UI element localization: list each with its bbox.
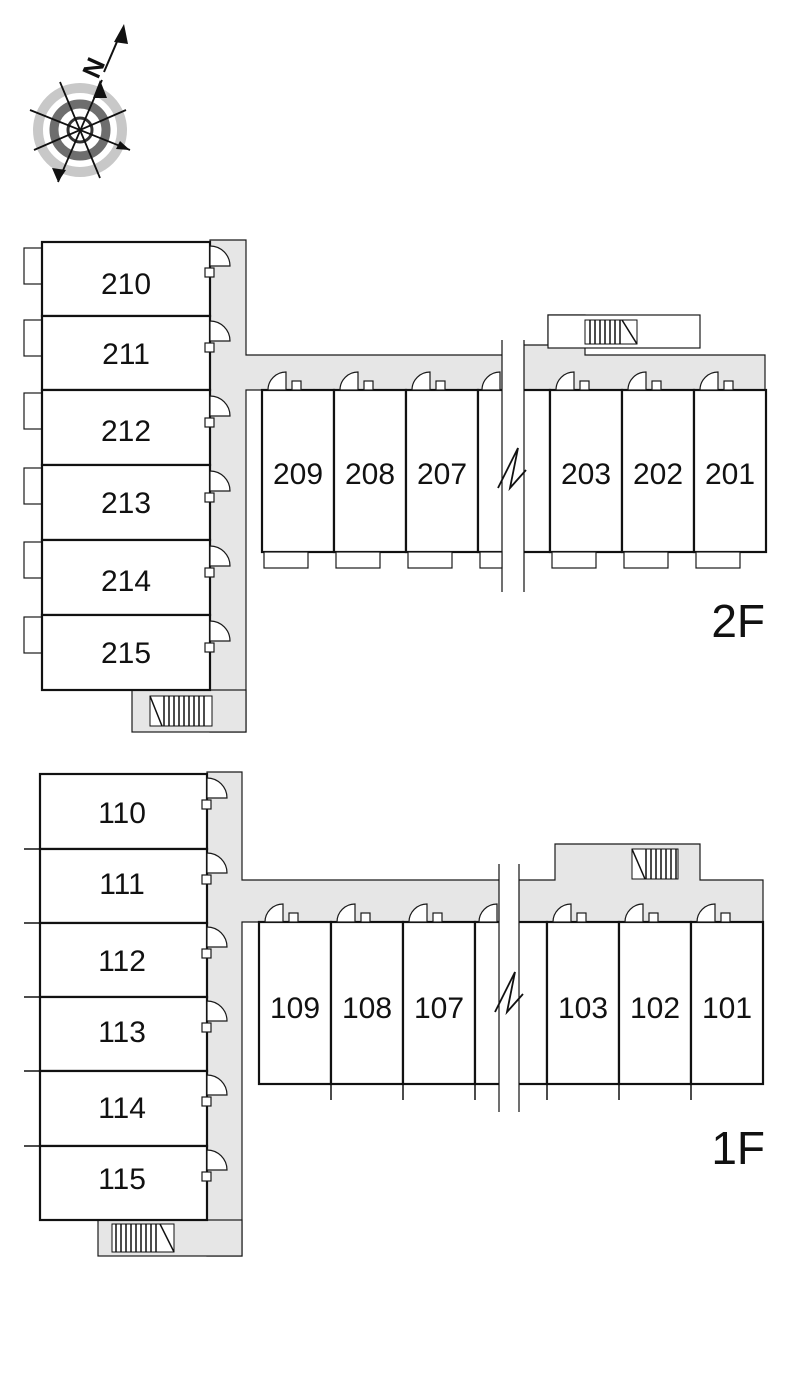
north-arrow-compass-icon: N	[29, 24, 131, 183]
door-icons-2f-south	[267, 371, 734, 391]
door-icons-2f-west	[204, 245, 231, 653]
unit-label: 210	[101, 268, 151, 301]
door-icons-1f-south	[264, 903, 731, 923]
unit-210: 210	[40, 240, 212, 318]
unit-114: 114	[38, 1069, 209, 1148]
unit-label: 115	[98, 1163, 146, 1196]
unit-label: 112	[98, 945, 146, 978]
second-floor-plan: 210 211 212 213 214 215	[23, 239, 768, 733]
unit-label: 114	[98, 1092, 146, 1125]
unit-label: 111	[99, 868, 145, 901]
unit-215: 215	[40, 613, 212, 692]
unit-label: 103	[558, 992, 608, 1025]
unit-label: 102	[630, 992, 680, 1025]
floor-label-2f: 2F	[711, 595, 765, 647]
unit-label: 201	[705, 458, 755, 491]
door-icons-1f-west	[201, 777, 228, 1182]
unit-107: 107	[401, 920, 477, 1086]
stairs-icon	[111, 1223, 175, 1253]
unit-101: 101	[689, 920, 765, 1086]
unit-108: 108	[329, 920, 405, 1086]
floor-label-1f: 1F	[711, 1122, 765, 1174]
unit-211: 211	[40, 314, 212, 392]
unit-label: 211	[102, 338, 150, 371]
unit-label: 113	[98, 1016, 146, 1049]
unit-207: 207	[404, 388, 480, 554]
unit-label: 109	[270, 992, 320, 1025]
stairs-icon	[149, 695, 213, 727]
unit-209: 209	[260, 388, 336, 554]
unit-110: 110	[38, 772, 209, 851]
balcony-row-2f-south	[263, 551, 741, 569]
unit-113: 113	[38, 995, 209, 1073]
first-floor-plan: 110 111 112 113 114 115	[24, 771, 765, 1257]
stairs-icon	[584, 319, 638, 345]
unit-label: 213	[101, 487, 151, 520]
unit-203: 203	[548, 388, 624, 554]
unit-label: 203	[561, 458, 611, 491]
unit-202: 202	[620, 388, 696, 554]
unit-208: 208	[332, 388, 408, 554]
stairs-icon	[631, 848, 679, 880]
unit-label: 209	[273, 458, 323, 491]
unit-label: 110	[98, 797, 146, 830]
unit-label: 107	[414, 992, 464, 1025]
unit-115: 115	[38, 1144, 209, 1222]
unit-label: 101	[702, 992, 752, 1025]
break-line	[497, 340, 527, 592]
wall-ticks-1f-south	[330, 1084, 692, 1100]
unit-112: 112	[38, 921, 209, 999]
unit-label: 202	[633, 458, 683, 491]
unit-214: 214	[40, 538, 212, 617]
unit-213: 213	[40, 463, 212, 542]
wall-ticks-1f-west	[24, 848, 40, 1147]
unit-label: 207	[417, 458, 467, 491]
unit-212: 212	[40, 388, 212, 467]
unit-label: 214	[101, 565, 151, 598]
unit-label: 208	[345, 458, 395, 491]
unit-109: 109	[257, 920, 333, 1086]
break-line	[494, 864, 524, 1112]
unit-label: 212	[101, 415, 151, 448]
unit-103: 103	[545, 920, 621, 1086]
unit-201: 201	[692, 388, 768, 554]
unit-111: 111	[38, 847, 209, 925]
balcony-row-2f-west	[23, 247, 43, 654]
unit-label: 108	[342, 992, 392, 1025]
north-label: N	[76, 53, 111, 82]
unit-102: 102	[617, 920, 693, 1086]
unit-label: 215	[101, 637, 151, 670]
